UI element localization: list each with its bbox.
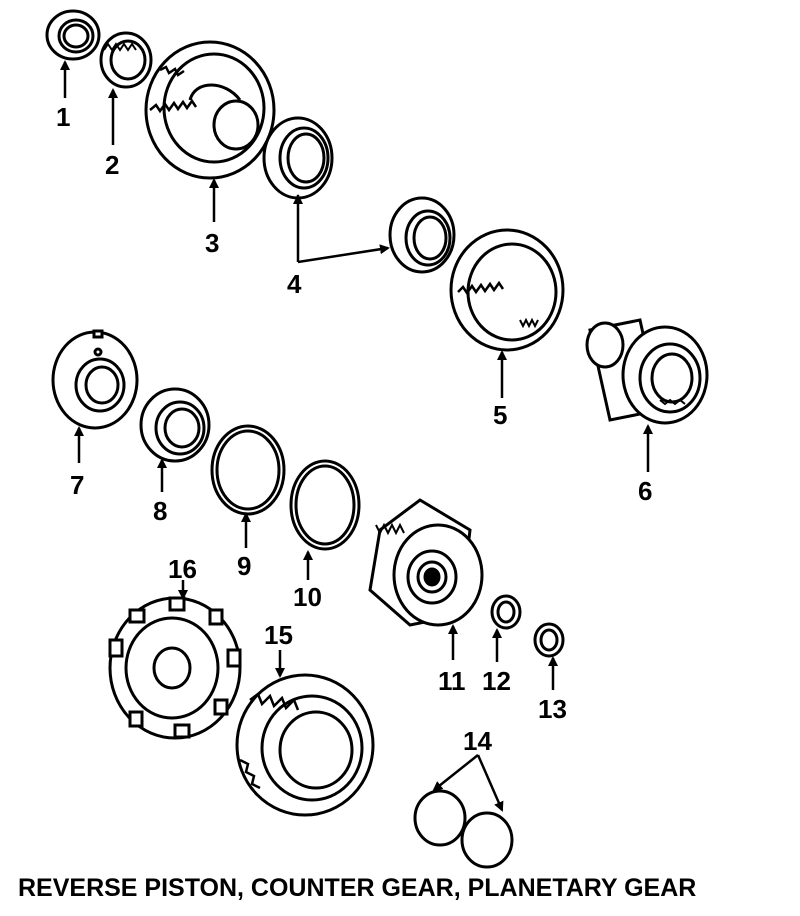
part-9-o-ring bbox=[210, 424, 286, 516]
callout-8: 8 bbox=[153, 496, 167, 526]
part-7-piston-plate bbox=[51, 329, 139, 430]
callout-9: 9 bbox=[237, 551, 251, 581]
callout-13: 13 bbox=[538, 694, 567, 724]
callout-15: 15 bbox=[264, 620, 293, 650]
part-2-snap-ring bbox=[99, 31, 153, 89]
part-14-thrust-washers bbox=[413, 789, 514, 869]
callout-7: 7 bbox=[70, 470, 84, 500]
diagram-caption: REVERSE PISTON, COUNTER GEAR, PLANETARY … bbox=[18, 874, 697, 902]
callout-1: 1 bbox=[56, 102, 70, 132]
callout-12: 12 bbox=[482, 666, 511, 696]
part-3-reverse-piston bbox=[144, 40, 276, 180]
part-10-o-ring bbox=[289, 459, 361, 551]
callout-11: 11 bbox=[438, 666, 466, 696]
part-15-gear bbox=[235, 673, 375, 817]
callout-14: 14 bbox=[463, 726, 492, 756]
leader-arrows bbox=[60, 60, 653, 812]
part-13-washer bbox=[533, 622, 565, 658]
part-6-planetary-carrier bbox=[585, 318, 709, 425]
callout-3: 3 bbox=[205, 228, 219, 258]
part-12-washer bbox=[490, 594, 522, 630]
callout-4: 4 bbox=[287, 269, 302, 299]
part-8-bearing bbox=[139, 387, 211, 463]
part-11-counter-gear bbox=[368, 498, 484, 627]
callout-16: 16 bbox=[168, 554, 197, 584]
part-1-seal bbox=[45, 9, 101, 61]
part-5-ring-gear bbox=[449, 228, 565, 352]
part-4-bearing-upper bbox=[262, 116, 334, 200]
callout-5: 5 bbox=[493, 400, 507, 430]
callout-2: 2 bbox=[105, 150, 119, 180]
callout-6: 6 bbox=[638, 476, 652, 506]
callout-10: 10 bbox=[293, 582, 322, 612]
part-16-clutch-hub bbox=[108, 596, 242, 740]
part-4-bearing-lower bbox=[388, 196, 456, 274]
